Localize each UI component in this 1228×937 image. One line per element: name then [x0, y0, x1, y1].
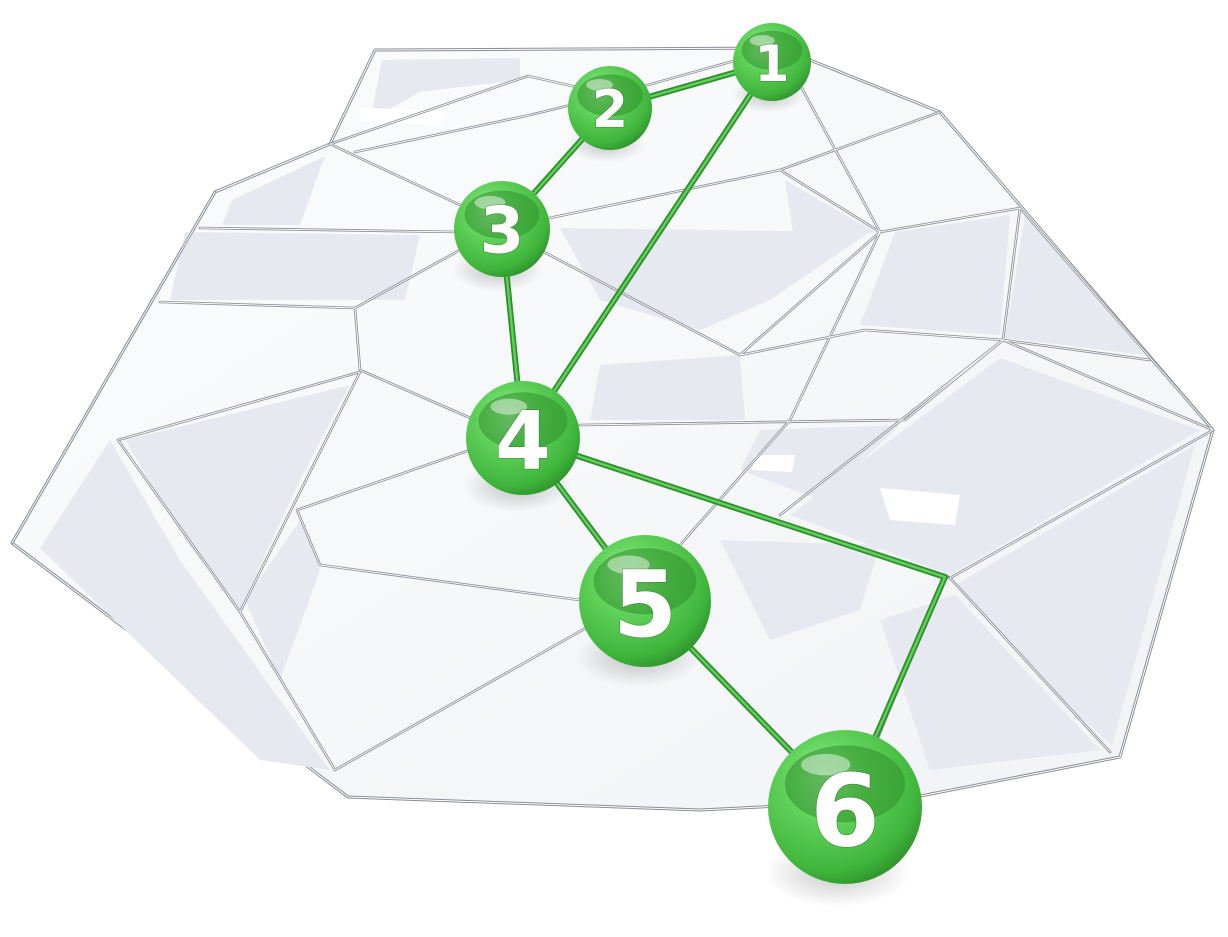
- route-node-2[interactable]: 2: [568, 66, 652, 150]
- node-gloss: [607, 555, 650, 574]
- route-node-1[interactable]: 1: [733, 23, 811, 101]
- node-reflection: [464, 190, 540, 239]
- map-line-highlight: [159, 301, 476, 421]
- node-reflection: [478, 392, 568, 450]
- map-line-highlight: [779, 169, 1214, 431]
- route-node-3[interactable]: 3: [454, 181, 550, 277]
- route-edge-highlight: [521, 436, 947, 809]
- map-line-highlight: [117, 371, 361, 613]
- map-shaded-regions: [40, 58, 1200, 770]
- map-region-shade: [370, 58, 520, 120]
- map-line-highlight: [949, 429, 1214, 579]
- route-node-4[interactable]: 4: [466, 381, 580, 495]
- node-label: 5: [613, 551, 677, 658]
- map-line-highlight: [334, 619, 601, 771]
- node-reflection: [593, 548, 697, 615]
- route-nodes: 1 2 3 45 6: [454, 23, 922, 884]
- node-gloss: [586, 79, 613, 91]
- node-gloss: [490, 398, 527, 415]
- map-region-shade: [590, 355, 745, 420]
- map-region-shade: [860, 215, 1010, 335]
- map-region-shade: [790, 358, 1200, 575]
- map-highlight: [752, 455, 795, 472]
- map-region-shade: [720, 540, 880, 640]
- route-edge-highlight: [521, 60, 774, 440]
- map-highlights: [360, 108, 960, 525]
- map-highlight: [360, 108, 450, 125]
- node-label: 2: [592, 80, 628, 140]
- node-gloss: [474, 195, 506, 210]
- map-line-highlight: [329, 143, 461, 206]
- map-line-highlight: [949, 577, 1111, 753]
- map-region-shade: [560, 228, 870, 330]
- node-label: 3: [480, 195, 525, 269]
- route-node-6[interactable]: 6: [768, 730, 922, 884]
- node-reflection: [577, 74, 643, 117]
- map-region-shade: [785, 180, 875, 245]
- map-region-shade: [125, 385, 350, 610]
- node-reflection: [784, 745, 906, 823]
- map-highlight: [880, 488, 960, 525]
- map-region-shade: [170, 232, 420, 300]
- map-line-highlight: [579, 339, 1004, 516]
- route-node-5[interactable]: 5: [579, 535, 711, 667]
- node-gloss: [749, 35, 775, 47]
- map-line-highlight: [117, 439, 336, 771]
- map-region-shade: [245, 520, 320, 680]
- node-label: 1: [755, 35, 790, 93]
- node-label: 4: [495, 395, 551, 488]
- map-line-highlight: [739, 329, 1214, 431]
- node-gloss: [801, 753, 851, 776]
- map-line-highlight: [11, 191, 216, 544]
- map-region-shade: [1005, 215, 1145, 355]
- node-label: 6: [810, 753, 880, 870]
- map-line-highlight: [199, 227, 461, 233]
- map-region-shade: [222, 156, 325, 225]
- node-reflection: [741, 30, 803, 70]
- map-region-shade: [40, 440, 330, 770]
- map-region-shade: [880, 595, 1100, 770]
- map-line-highlight: [296, 449, 471, 511]
- map-region-shade: [740, 425, 900, 500]
- map-line-highlight: [329, 47, 781, 145]
- map-line-highlight: [296, 509, 581, 601]
- map-region-shade: [955, 445, 1195, 745]
